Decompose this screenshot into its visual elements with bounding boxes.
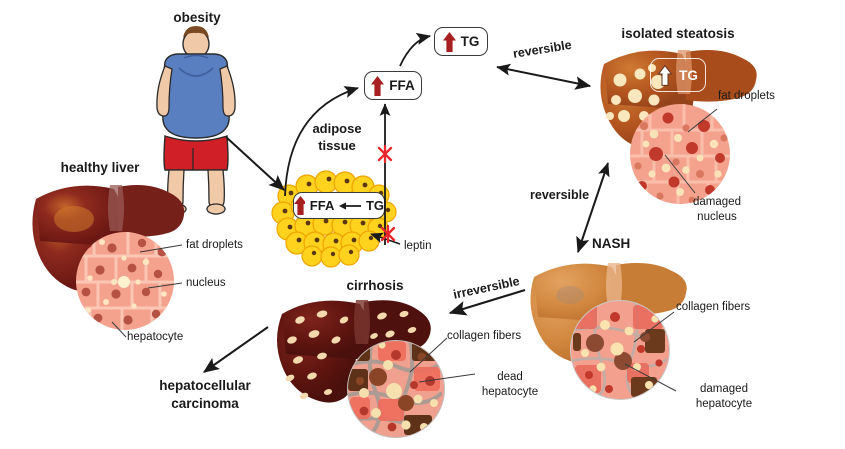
ffa-box-label: FFA bbox=[389, 78, 415, 93]
annotation-damaged-nucleus-line2: nucleus bbox=[697, 211, 737, 223]
arrow-reversible-steatosis bbox=[496, 63, 592, 90]
cirrhosis-micrograph bbox=[347, 340, 445, 438]
isolated-steatosis-micrograph bbox=[630, 104, 730, 204]
ffa-box: FFA bbox=[364, 71, 422, 100]
adipose-ffa-tg-box: FFA TG bbox=[293, 192, 385, 219]
stage-label-hcc-line1: hepatocellular bbox=[159, 378, 251, 393]
up-arrow-red-icon bbox=[371, 75, 385, 96]
transition-label-reversible-steatosis: reversible bbox=[512, 37, 573, 61]
annotation-hepatocyte-healthy: hepatocyte bbox=[127, 331, 184, 343]
arrow-cirrhosis-to-hcc bbox=[203, 326, 269, 373]
transition-label-reversible-nash: reversible bbox=[530, 188, 590, 202]
tg-box-label: TG bbox=[460, 34, 480, 49]
nash-micrograph bbox=[570, 300, 670, 400]
annotation-damaged-nucleus-line1: damaged bbox=[693, 196, 741, 208]
left-arrow-icon bbox=[339, 201, 361, 210]
up-arrow-red-icon bbox=[442, 31, 456, 52]
annotation-dead-hepatocyte-line2: hepatocyte bbox=[481, 386, 539, 398]
annotation-damaged-hepatocyte-line2: hepatocyte bbox=[695, 398, 753, 410]
stage-label-obesity: obesity bbox=[173, 10, 221, 25]
annotation-fat-droplets-healthy: fat droplets bbox=[186, 239, 243, 251]
stage-label-healthy-liver: healthy liver bbox=[60, 160, 140, 175]
transition-label-irreversible: irreversible bbox=[452, 273, 521, 302]
annotation-nucleus-healthy: nucleus bbox=[186, 277, 226, 289]
up-arrow-white-icon bbox=[658, 64, 673, 86]
stage-label-adipose-tissue-line2: tissue bbox=[318, 138, 356, 153]
annotation-dead-hepatocyte-line1: dead bbox=[497, 371, 523, 383]
annotation-damaged-hepatocyte-line1: damaged bbox=[700, 383, 748, 395]
adipose-tg-label: TG bbox=[365, 198, 384, 213]
stage-label-adipose-tissue-line1: adipose bbox=[312, 121, 362, 136]
annotation-collagen-fibers-nash: collagen fibers bbox=[676, 301, 751, 313]
annotation-leptin: leptin bbox=[404, 240, 432, 252]
up-arrow-red-icon bbox=[294, 196, 305, 215]
annotation-fat-droplets-steatosis: fat droplets bbox=[718, 90, 775, 102]
steatosis-tg-badge: TG bbox=[650, 58, 706, 92]
stage-label-isolated-steatosis: isolated steatosis bbox=[621, 26, 735, 41]
fat-cell-cluster bbox=[271, 170, 397, 268]
arrow-obesity-to-adipose bbox=[225, 136, 285, 191]
blocked-mark-ffa-icon bbox=[377, 144, 393, 164]
arrow-leptin bbox=[370, 232, 401, 245]
healthy-liver-micrograph bbox=[76, 232, 174, 330]
adipose-ffa-label: FFA bbox=[309, 198, 335, 213]
stage-label-nash: NASH bbox=[592, 236, 631, 251]
stage-label-hcc-line2: carcinoma bbox=[171, 396, 239, 411]
arrow-ffa-to-tg bbox=[399, 32, 432, 67]
tg-box: TG bbox=[434, 27, 488, 56]
annotation-collagen-fibers-cirrhosis: collagen fibers bbox=[447, 330, 522, 342]
steatosis-tg-label: TG bbox=[679, 67, 698, 83]
blocked-mark-leptin-icon bbox=[380, 224, 396, 244]
stage-label-cirrhosis: cirrhosis bbox=[346, 278, 404, 293]
